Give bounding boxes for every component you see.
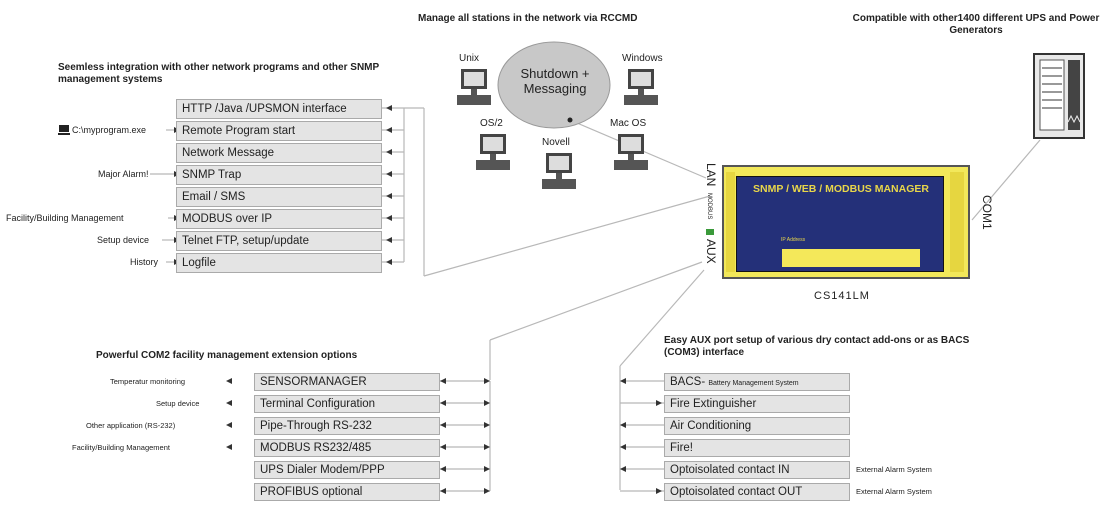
computer-icon	[624, 69, 658, 105]
screen-ip-field	[782, 249, 920, 267]
list-item: Air Conditioning	[664, 417, 850, 435]
list-item: Terminal Configuration	[254, 395, 440, 413]
list-item: Remote Program start	[176, 121, 382, 141]
screen-title: SNMP / WEB / MODBUS MANAGER	[753, 183, 929, 195]
list-item-sub: Battery Management System	[708, 380, 799, 387]
list-item: SENSORMANAGER	[254, 373, 440, 391]
list-item: Optoisolated contact OUT	[664, 483, 850, 501]
station-label: Unix	[459, 53, 480, 64]
device-screen: SNMP / WEB / MODBUS MANAGER IP Address	[736, 176, 944, 272]
computer-icon	[542, 153, 576, 189]
side-label: Other application (RS-232)	[86, 421, 176, 430]
cloud-label: Shutdown + Messaging	[520, 66, 590, 96]
lan-port-label: LAN	[704, 163, 718, 187]
list-item: Logfile	[176, 253, 382, 273]
novell-station: Novell	[538, 137, 582, 203]
device-side-panel	[950, 172, 964, 272]
list-item: Pipe-Through RS-232	[254, 417, 440, 435]
device-caption: CS141LM	[814, 290, 870, 302]
ups-cabinet-icon	[1033, 53, 1085, 139]
side-label: History	[130, 257, 159, 267]
side-label: Facility/Building Management	[6, 213, 124, 223]
list-item: HTTP /Java /UPSMON interface	[176, 99, 382, 119]
screen-ip-label: IP Address	[781, 237, 806, 243]
list-item: Network Message	[176, 143, 382, 163]
list-item: MODBUS over IP	[176, 209, 382, 229]
list-item: PROFIBUS optional	[254, 483, 440, 501]
aux-port-label: AUX	[704, 239, 718, 264]
rccmd-heading: Manage all stations in the network via R…	[418, 13, 638, 24]
windows-station: Windows	[620, 53, 670, 111]
side-label: Facility/Building Management	[72, 443, 170, 452]
os2-station: OS/2	[472, 118, 516, 182]
station-label: Mac OS	[610, 118, 647, 129]
side-label: Temperatur monitoring	[110, 377, 186, 386]
side-label: Setup device	[97, 235, 150, 245]
list-item: MODBUS RS232/485	[254, 439, 440, 457]
modbus-port-label: MODBUS	[706, 193, 712, 220]
station-label: Windows	[622, 53, 663, 64]
seamless-heading: Seemless integration with other network …	[58, 62, 379, 85]
side-label: Setup device	[156, 399, 200, 408]
com1-port-label: COM1	[980, 195, 994, 230]
compatible-heading: Compatible with other1400 different UPS …	[852, 13, 1100, 36]
list-item: Fire!	[664, 439, 850, 457]
list-item: BACS- Battery Management System	[664, 373, 850, 391]
aux-heading: Easy AUX port setup of various dry conta…	[664, 335, 970, 358]
computer-icon	[58, 125, 70, 135]
macos-station: Mac OS	[610, 118, 660, 184]
list-item-label: BACS-	[670, 376, 706, 388]
list-item: Email / SMS	[176, 187, 382, 207]
computer-icon	[457, 69, 491, 105]
list-item: SNMP Trap	[176, 165, 382, 185]
list-item: UPS Dialer Modem/PPP	[254, 461, 440, 479]
station-label: OS/2	[480, 118, 503, 129]
unix-station: Unix	[453, 53, 497, 111]
side-label: External Alarm System	[856, 487, 932, 496]
computer-icon	[614, 134, 648, 170]
side-label: Major Alarm!	[98, 169, 149, 179]
computer-icon	[476, 134, 510, 170]
side-label: C:\myprogram.exe	[72, 125, 147, 135]
com2-heading: Powerful COM2 facility management extens…	[96, 350, 358, 361]
side-label: External Alarm System	[856, 465, 932, 474]
list-item: Optoisolated contact IN	[664, 461, 850, 479]
list-item: Telnet FTP, setup/update	[176, 231, 382, 251]
station-label: Novell	[542, 137, 570, 148]
port-led	[706, 229, 714, 235]
list-item: Fire Extinguisher	[664, 395, 850, 413]
device-side-panel	[726, 172, 735, 272]
